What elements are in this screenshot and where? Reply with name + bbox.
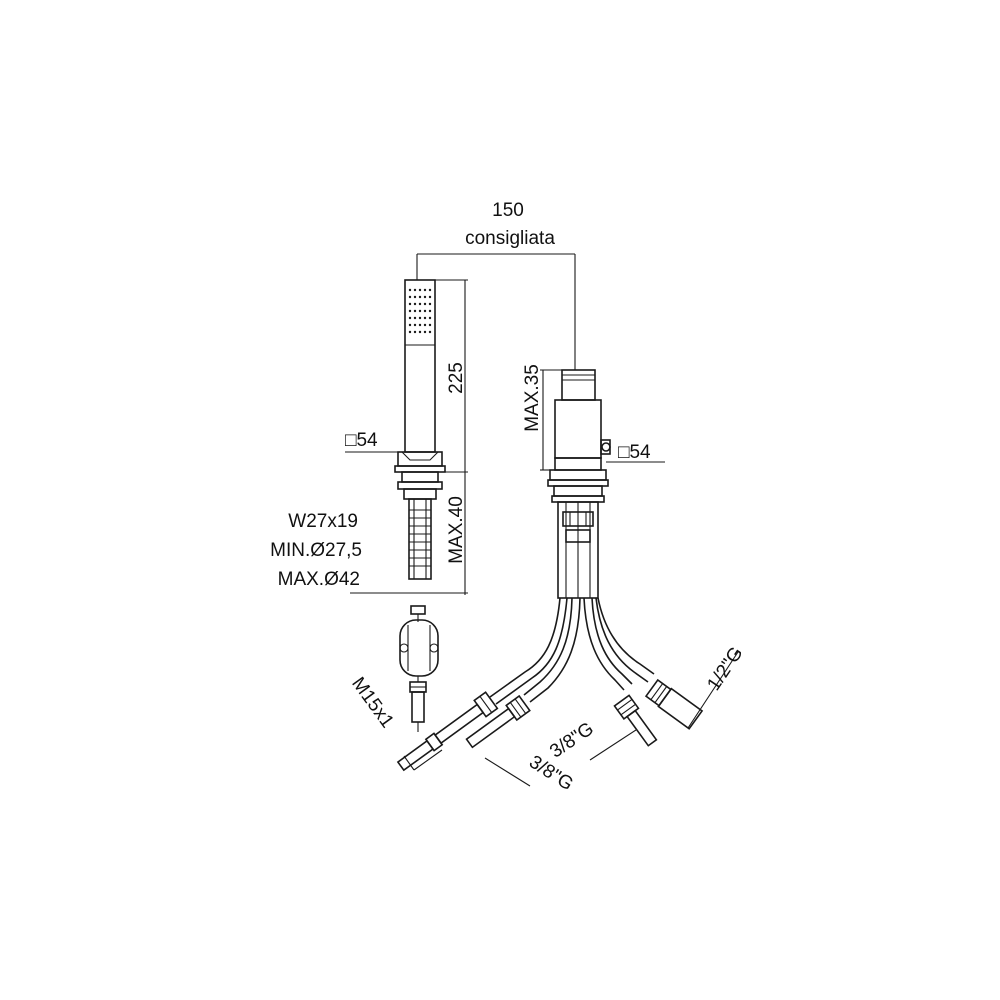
leader-38g-lower: [484, 757, 531, 787]
hand-shower: [394, 275, 446, 580]
fitting-38g-upper: [613, 694, 658, 747]
spec-w27x19: W27x19: [288, 511, 358, 532]
leader-38g-upper: [589, 729, 637, 761]
spray-nozzles: [408, 288, 432, 334]
square-54-left: □54: [345, 430, 398, 453]
label-38g-upper: 3/8"G: [546, 718, 597, 762]
dimension-max-40-label: MAX.40: [446, 496, 467, 564]
dimension-max-35: MAX.35: [522, 364, 562, 471]
leader-12g: [687, 651, 739, 729]
label-12g: 1/2"G: [703, 643, 747, 694]
leader-m15x1: [403, 755, 415, 771]
label-38g-lower: 3/8"G: [525, 752, 577, 796]
spec-min-diameter: MIN.Ø27,5: [270, 540, 362, 561]
label-m15x1: M15x1: [347, 674, 398, 732]
dimension-225: 225: [435, 279, 468, 595]
leader-m15x1-base: [413, 749, 443, 771]
hose-weight: [399, 605, 439, 732]
dimension-225-label: 225: [446, 362, 467, 394]
spec-max-diameter: MAX.Ø42: [278, 569, 360, 590]
fitting-12g: [644, 678, 704, 730]
diverter-body: [547, 369, 611, 599]
flexible-hoses: [489, 597, 655, 705]
dimension-150: 150 consigliata: [416, 200, 576, 370]
dimension-recommended-label: consigliata: [465, 228, 555, 249]
square-54-left-label: □54: [345, 430, 378, 451]
fitting-m15x1: [396, 691, 499, 772]
fitting-38g-lower: [465, 694, 531, 749]
dimension-max-35-label: MAX.35: [522, 364, 543, 432]
thread-lines: [409, 499, 431, 579]
dimension-max-40: MAX.40: [350, 496, 468, 594]
square-54-right-label: □54: [618, 442, 651, 463]
square-54-right: □54: [606, 442, 665, 463]
dimension-150-label: 150: [492, 200, 524, 221]
